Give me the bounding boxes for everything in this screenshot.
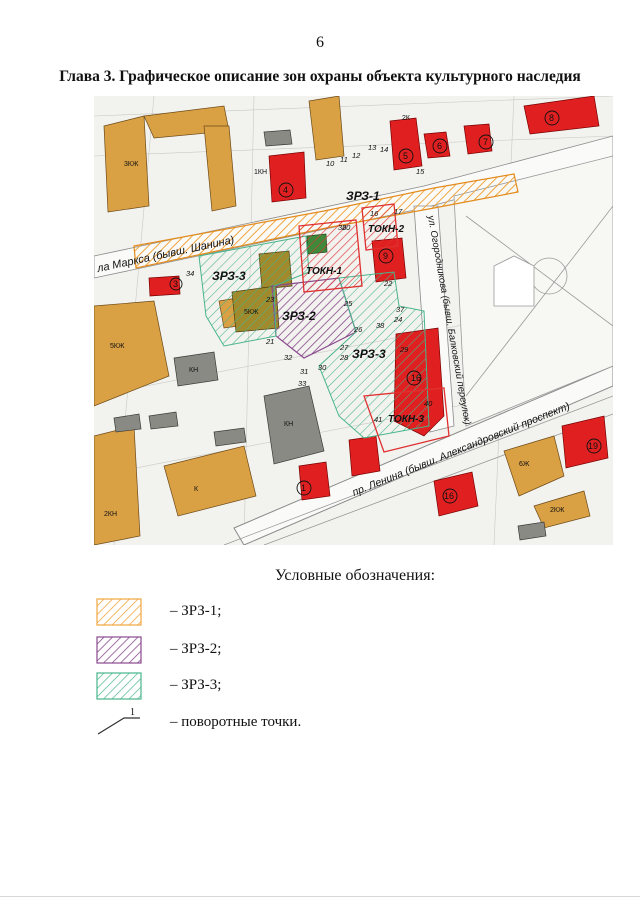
turning-point: 28 xyxy=(339,353,349,362)
zone-zrz3-south xyxy=(318,271,430,439)
building-label: 2КЖ xyxy=(550,507,565,514)
legend-item-turning-points: 1 – поворотные точки. xyxy=(96,706,516,740)
zrz1-swatch-icon xyxy=(96,598,142,626)
svg-text:1: 1 xyxy=(301,483,306,493)
svg-text:9: 9 xyxy=(383,251,388,261)
legend-item-zrz3: – ЗРЗ-3; xyxy=(96,672,516,702)
svg-text:1: 1 xyxy=(130,707,135,718)
legend-item-zrz2: – ЗРЗ-2; xyxy=(96,636,516,666)
zrz3-swatch-icon xyxy=(96,672,142,700)
legend-item-zrz1: – ЗРЗ-1; xyxy=(96,598,516,628)
lenina-avenue xyxy=(233,365,613,545)
svg-text:16: 16 xyxy=(444,491,454,501)
building-label: 3КЖ xyxy=(124,161,139,168)
building-label: 1КН xyxy=(254,169,267,176)
label-tokn2: ТОКН-2 xyxy=(368,224,404,235)
label-tokn1: ТОКН-1 xyxy=(306,266,342,277)
circle-number: 16 xyxy=(406,370,422,386)
legend-title: Условные обозначения: xyxy=(274,567,436,584)
building-label: 6Ж xyxy=(519,461,530,468)
building-label: К xyxy=(194,486,199,493)
turning-point: 17 xyxy=(394,207,403,216)
building-label: КН xyxy=(284,421,293,428)
svg-text:19: 19 xyxy=(588,441,598,451)
turning-point: 34 xyxy=(186,269,194,278)
circle-number: 8 xyxy=(544,110,560,126)
svg-text:8: 8 xyxy=(549,113,554,123)
zone-tokn3 xyxy=(363,387,450,453)
turning-point: 12 xyxy=(352,151,361,160)
circle-number: 6 xyxy=(432,138,448,154)
building-label: 2КН xyxy=(104,511,117,518)
label-zrz3-mid: ЗРЗ-3 xyxy=(352,347,386,361)
circle-number: 19 xyxy=(586,438,602,454)
label-tokn3: ТОКН-3 xyxy=(388,414,424,425)
turning-point: 23 xyxy=(265,295,275,304)
svg-text:16: 16 xyxy=(411,373,421,383)
building-label: 5КЖ xyxy=(110,343,125,350)
legend-label-turning-points: – поворотные точки. xyxy=(170,714,302,730)
turning-point: 36 xyxy=(338,223,347,232)
circle-number: 3 xyxy=(169,277,183,291)
svg-text:4: 4 xyxy=(283,185,288,195)
turning-point: 20 xyxy=(341,223,351,232)
turning-point: 37 xyxy=(396,305,405,314)
building-label: КН xyxy=(189,367,198,374)
page-number: 6 xyxy=(316,34,324,51)
turning-point: 26 xyxy=(353,325,363,334)
svg-text:6: 6 xyxy=(437,141,442,151)
turning-point: 11 xyxy=(340,155,348,164)
zone-zrz1 xyxy=(133,173,519,269)
legend-label-zrz2: – ЗРЗ-2; xyxy=(170,641,222,657)
chapter-heading: Глава 3. Графическое описание зон охраны… xyxy=(59,68,581,85)
turning-point: 33 xyxy=(298,379,307,388)
turning-point-icon: 1 xyxy=(97,707,140,735)
svg-text:5: 5 xyxy=(403,151,408,161)
turning-point: 10 xyxy=(326,159,335,168)
cadastral-map[interactable]: ЗРЗ-1 ЗРЗ-2 ЗРЗ-3 ЗРЗ-3 ТОКН-1 ТОКН-2 ТО… xyxy=(94,96,613,545)
building-label: 5КЖ xyxy=(244,309,259,316)
buildings-grey xyxy=(113,129,547,541)
turning-point: 32 xyxy=(284,353,293,362)
turning-point: 27 xyxy=(339,343,349,352)
circle-number: 1 xyxy=(296,480,312,496)
zrz2-swatch-icon xyxy=(96,636,142,664)
turning-point: 14 xyxy=(380,145,388,154)
turning-point: 41 xyxy=(374,415,382,424)
legend-label-zrz3: – ЗРЗ-3; xyxy=(170,677,222,693)
circle-number: 5 xyxy=(398,148,414,164)
circle-number: 4 xyxy=(278,182,294,198)
circle-number: 16 xyxy=(442,488,458,504)
label-zrz3-west: ЗРЗ-3 xyxy=(212,269,246,283)
turning-point: 13 xyxy=(368,143,377,152)
turning-point: 29 xyxy=(399,345,409,354)
zone-tokn1 xyxy=(298,219,363,293)
circle-number: 9 xyxy=(378,248,394,264)
zone-tokn2 xyxy=(361,203,399,251)
turning-point: 40 xyxy=(424,399,433,408)
square xyxy=(453,155,613,427)
turning-point: 24 xyxy=(393,315,402,324)
turning-point: 38 xyxy=(376,321,385,330)
svg-text:3: 3 xyxy=(173,279,178,289)
turning-point: 25 xyxy=(343,299,353,308)
page-bottom-edge xyxy=(0,896,640,897)
label-zrz2: ЗРЗ-2 xyxy=(282,309,316,323)
svg-text:7: 7 xyxy=(483,137,488,147)
turning-point: 21 xyxy=(265,337,274,346)
turning-point: 22 xyxy=(383,279,393,288)
turning-point: 30 xyxy=(318,363,327,372)
turning-point: 31 xyxy=(300,367,308,376)
building-label: 2К xyxy=(402,115,411,122)
circle-number: 7 xyxy=(478,134,494,150)
legend-label-zrz1: – ЗРЗ-1; xyxy=(170,603,222,619)
label-zrz1: ЗРЗ-1 xyxy=(346,189,380,203)
turning-point: 15 xyxy=(416,167,425,176)
turning-point: 16 xyxy=(370,209,379,218)
